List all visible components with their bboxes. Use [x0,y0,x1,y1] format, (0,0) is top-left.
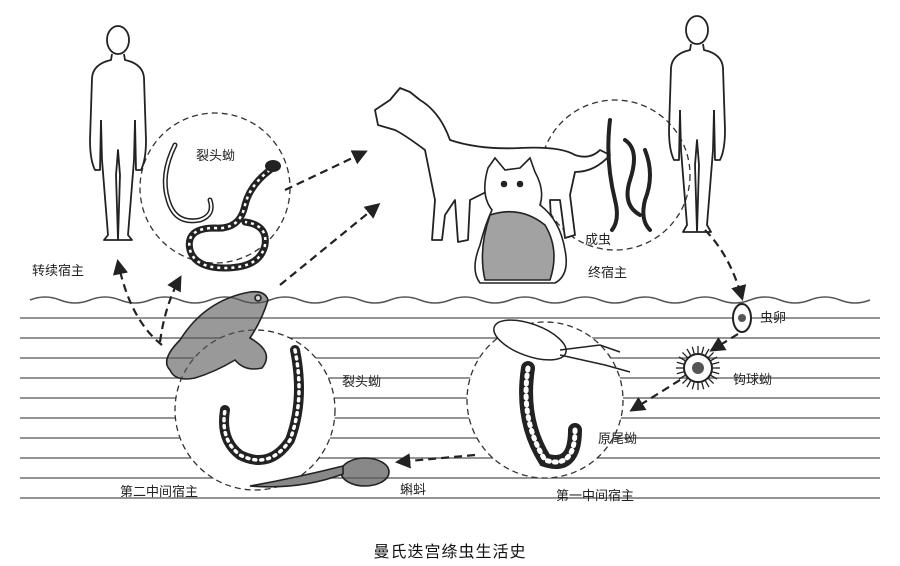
cilium [700,381,705,390]
label-definitive-host: 终宿主 [588,266,628,281]
life-cycle-arrows [112,150,747,469]
label-plerocercoid-top: 裂头蚴 [196,149,236,164]
cilium [704,348,710,357]
arrow-frog-to-human [112,258,163,346]
human-figure-left [89,25,147,241]
label-plerocercoid-middle: 裂头蚴 [342,375,382,390]
frog-illustration [165,290,269,380]
water-surface-line [29,296,871,304]
arrow-egg-to-coracidium [709,333,739,352]
cilium [691,381,696,390]
tadpole-illustration [249,457,390,488]
cilium [676,361,685,366]
cilium [686,348,692,357]
label-egg: 虫卵 [760,311,787,326]
cat-illustration [474,156,568,284]
arrow-adult-to-egg [704,229,747,301]
cilium [700,346,705,355]
label-second-intermediate-host: 第二中间宿主 [120,485,199,500]
label-coracidium: 钩球蚴 [733,373,773,388]
water-lines [20,317,880,499]
arrow-snake-to-dog [284,150,368,191]
snake-head [265,160,281,172]
cilium [704,379,710,388]
cilium [681,377,689,385]
label-procercoid: 原尾蚴 [598,432,638,447]
cilium [707,351,715,359]
label-paratenic-host: 转续宿主 [32,264,85,279]
label-adult-worm: 成虫 [585,233,612,248]
adult-tapeworms [606,118,652,232]
arrow-frog-to-snake [158,275,182,343]
cilium [686,379,692,388]
label-first-intermediate-host: 第一中间宿主 [556,489,635,504]
cilium [711,370,720,375]
arrow-frog-to-dog [279,203,381,286]
cilium [709,374,718,380]
cilium [691,346,696,355]
diagram-title: 曼氏迭宫绦虫生活史 [373,542,527,561]
cilium [676,370,685,375]
cilium [678,374,687,380]
coracidium-illustration [676,346,720,390]
cilium [709,356,718,362]
label-tadpole: 蝌蚪 [400,483,427,498]
arrow-coracidium-to-copepod [629,379,681,412]
cilium [711,361,720,366]
cilium [707,377,715,385]
human-figure-right [668,15,726,233]
cilium [681,351,689,359]
cilium [678,356,687,362]
copepod-illustration [493,319,631,373]
